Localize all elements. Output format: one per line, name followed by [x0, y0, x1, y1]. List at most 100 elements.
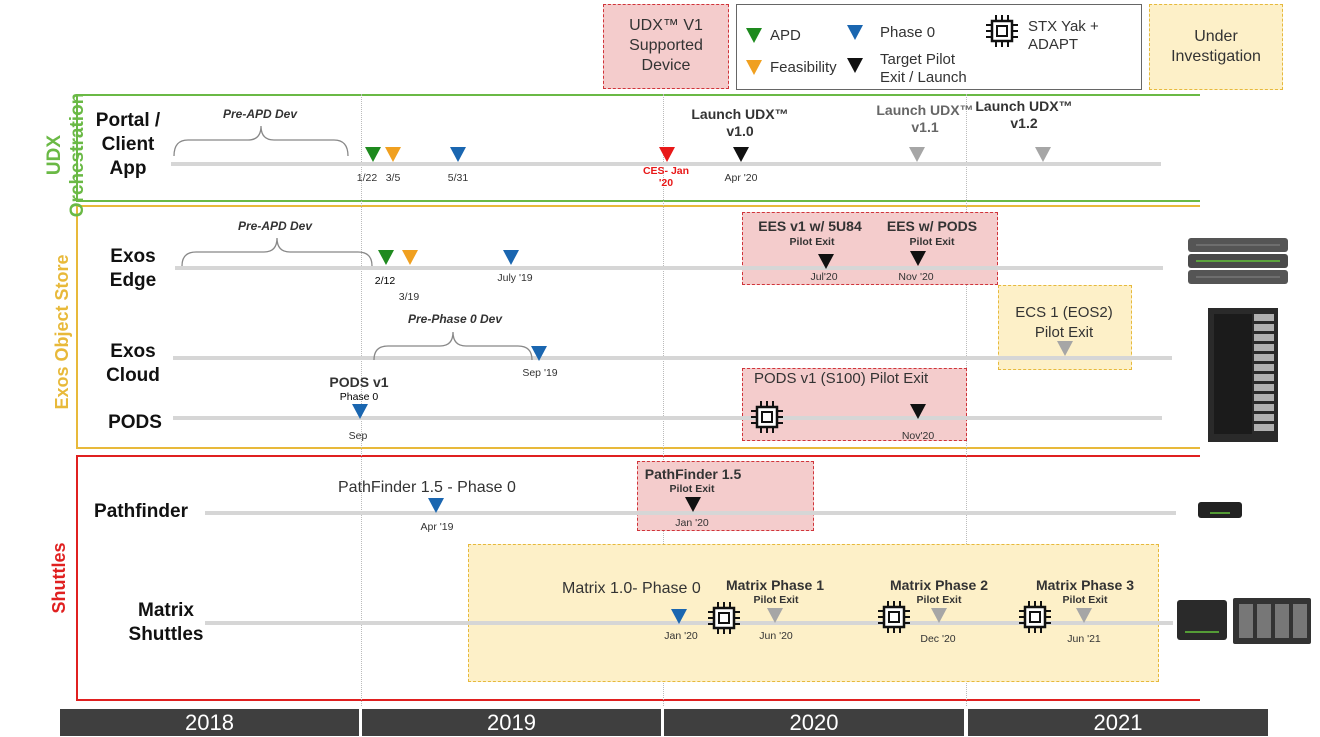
edge-apd-date: 2/12: [374, 275, 396, 287]
portal-feasibility-marker: [385, 147, 401, 162]
target-pilot-legend-marker: [847, 58, 863, 73]
portal-pre-apd-label: Pre-APD Dev: [222, 107, 298, 121]
portal-phase0-marker: [450, 147, 466, 162]
matrix-p2-marker: [931, 608, 947, 623]
matrix-phase0-marker: [671, 609, 687, 624]
portal-launch-v12-marker: [1035, 147, 1051, 162]
pathfinder-pf15-title: PathFinder 1.5: [644, 466, 742, 482]
portal-ces-label: CES- Jan '20: [642, 165, 690, 189]
cloud-pre-phase0-label: Pre-Phase 0 Dev: [407, 312, 503, 326]
chip-icon: [986, 15, 1018, 47]
edge-ees-5u84-pilot: Pilot Exit: [789, 236, 835, 248]
matrix-p2-date: Dec '20: [920, 633, 956, 645]
legend-stx-yak-label: STX Yak + ADAPT: [1028, 18, 1099, 53]
year-2018: 2018: [60, 709, 359, 736]
pathfinder-highlight: [637, 461, 814, 531]
timeline-exos-cloud: [173, 356, 1172, 360]
portal-ces-marker: [659, 147, 675, 162]
cloud-ecs-marker: [1057, 341, 1073, 356]
edge-ees-5u84-title: EES v1 w/ 5U84: [758, 218, 862, 234]
edge-phase0-marker: [503, 250, 519, 265]
edge-ees-pods-pilot: Pilot Exit: [909, 236, 955, 248]
matrix-p1-chip-icon: [708, 602, 740, 634]
portal-feasibility-date: 3/5: [385, 172, 401, 184]
pathfinder-phase0-date: Apr '19: [420, 521, 454, 533]
legend-apd-label: APD: [770, 27, 801, 44]
pre-apd-brace-edge: [181, 237, 373, 267]
pods-s100-highlight: [742, 368, 967, 441]
shuttles-section-bracket: [76, 455, 1200, 701]
edge-ees-pods-date: Nov '20: [898, 271, 934, 283]
portal-apd-date: 1/22: [356, 172, 378, 184]
portal-launch-v11-marker: [909, 147, 925, 162]
legend-box: [736, 4, 1142, 90]
feasibility-legend-marker: [746, 60, 762, 75]
exos-edge-device-image: [1188, 238, 1288, 284]
edge-ees-5u84-marker: [818, 254, 834, 269]
legend-phase0-label: Phase 0: [880, 24, 936, 41]
row-label-exos-edge: Exos Edge: [109, 246, 157, 291]
portal-phase0-date: 5/31: [447, 172, 469, 184]
edge-ees-5u84-date: Jul'20: [810, 271, 838, 283]
edge-feasibility-date: 3/19: [398, 291, 420, 303]
row-label-pods: PODS: [108, 412, 162, 433]
apd-legend-marker: [746, 28, 762, 43]
matrix-phase0-label: Matrix 1.0- Phase 0: [562, 580, 701, 597]
matrix-investigation-box: [468, 544, 1159, 682]
pods-s100-marker: [910, 404, 926, 419]
pods-phase0-marker: [352, 404, 368, 419]
matrix-p1-date: Jun '20: [759, 630, 793, 642]
timeline-matrix: [205, 621, 1173, 625]
ees-highlight: [742, 212, 998, 285]
matrix-phase0-date: Jan '20: [664, 630, 698, 642]
matrix-p2-chip-icon: [878, 601, 910, 633]
legend-under-investigation: [1149, 4, 1283, 90]
legend-under-investigation-text: Under Investigation: [1171, 28, 1261, 65]
pathfinder-pf15-marker: [685, 497, 701, 512]
row-label-portal: Portal / Client App: [95, 110, 161, 179]
timeline-pathfinder: [205, 511, 1176, 515]
exos-section-label: Exos Object Store: [52, 254, 72, 410]
timeline-portal: [171, 162, 1161, 166]
portal-launch-v12-title: Launch UDX™ v1.2: [975, 98, 1073, 131]
pods-phase0-date: Sep: [348, 430, 368, 442]
pathfinder-pf15-date: Jan '20: [675, 517, 709, 529]
pods-s100-date: Nov'20: [901, 430, 935, 442]
udx-section-bracket: [76, 94, 1200, 202]
portal-launch-v11-title: Launch UDX™ v1.1: [876, 102, 974, 135]
matrix-p3-pilot: Pilot Exit: [1062, 594, 1108, 606]
timeline-pods: [173, 416, 1162, 420]
matrix-shuttles-device-image: [1177, 598, 1311, 644]
pathfinder-pilot-exit: Pilot Exit: [669, 483, 715, 495]
matrix-p3-date: Jun '21: [1067, 633, 1101, 645]
matrix-p1-pilot: Pilot Exit: [753, 594, 799, 606]
year-divider-2019: [361, 94, 362, 706]
edge-feasibility-marker: [402, 250, 418, 265]
pathfinder-phase0-label: PathFinder 1.5 - Phase 0: [338, 479, 516, 496]
pods-s100-label: PODS v1 (S100) Pilot Exit: [754, 370, 929, 387]
cloud-phase0-date: Sep '19: [522, 367, 558, 379]
matrix-p1-marker: [767, 608, 783, 623]
legend-target-pilot-label: Target Pilot Exit / Launch: [880, 51, 967, 86]
timeline-exos-edge: [175, 266, 1163, 270]
legend-feasibility-label: Feasibility: [770, 59, 837, 76]
pods-v1-phase0: Phase 0: [339, 391, 379, 403]
edge-pre-apd-label: Pre-APD Dev: [237, 219, 313, 233]
edge-ees-pods-title: EES w/ PODS: [886, 218, 978, 234]
year-2020: 2020: [664, 709, 964, 736]
matrix-p2-title: Matrix Phase 2: [889, 577, 989, 593]
udx-section-label: UDX Orchestration: [44, 92, 88, 218]
pods-v1-title: PODS v1: [329, 374, 389, 390]
edge-phase0-date: July '19: [497, 272, 533, 284]
pre-phase0-brace-cloud: [373, 331, 533, 361]
phase0-legend-marker: [847, 25, 863, 40]
matrix-p3-title: Matrix Phase 3: [1035, 577, 1135, 593]
year-2019: 2019: [362, 709, 661, 736]
portal-launch-v1-marker: [733, 147, 749, 162]
legend-udx-supported-text: UDX™ V1 Supported Device: [629, 17, 703, 74]
matrix-p3-marker: [1076, 608, 1092, 623]
matrix-p3-chip-icon: [1019, 601, 1051, 633]
exos-section-bracket: [76, 205, 1200, 449]
exos-cloud-rack-image: [1208, 308, 1278, 442]
legend-udx-supported: [603, 4, 729, 89]
